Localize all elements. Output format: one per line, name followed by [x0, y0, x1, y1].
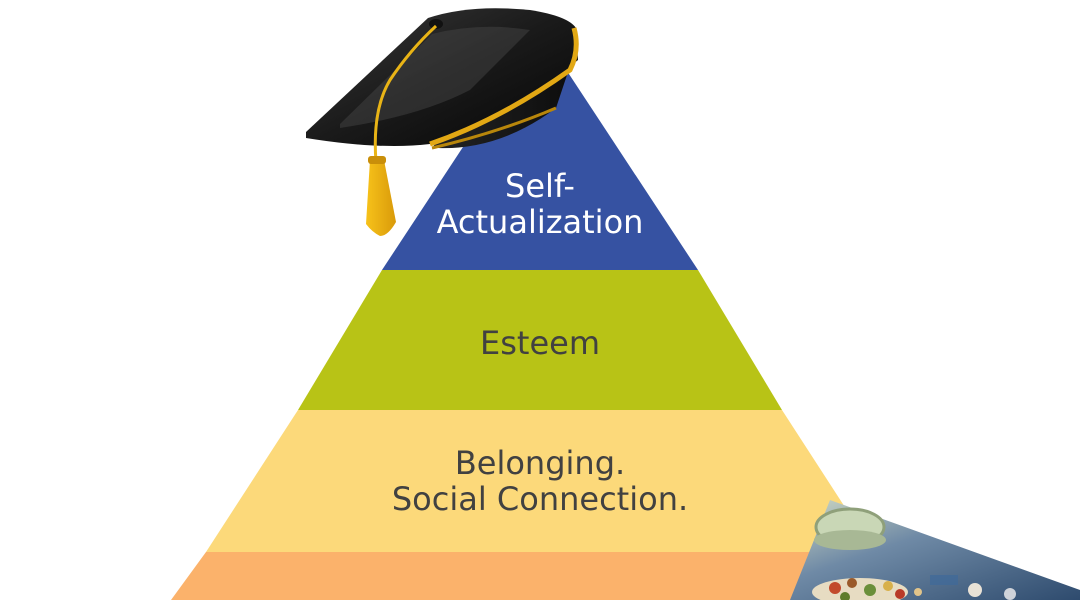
self-actualization-label: Self- Actualization — [400, 168, 680, 240]
food-plate-photo-icon — [790, 500, 1080, 600]
level-self-actualization — [382, 30, 698, 270]
belonging-label: Belonging. Social Connection. — [330, 445, 750, 517]
level-physiological — [171, 552, 909, 600]
self-actualization-line-2: Actualization — [436, 203, 644, 241]
graduation-cap-icon — [306, 8, 579, 236]
belonging-line-2: Social Connection. — [391, 480, 689, 518]
level-esteem — [298, 270, 782, 410]
level-belonging — [206, 410, 874, 552]
esteem-line-1: Esteem — [480, 324, 600, 362]
self-actualization-line-1: Self- — [505, 167, 575, 205]
esteem-label: Esteem — [380, 325, 700, 361]
belonging-line-1: Belonging. — [454, 444, 626, 482]
